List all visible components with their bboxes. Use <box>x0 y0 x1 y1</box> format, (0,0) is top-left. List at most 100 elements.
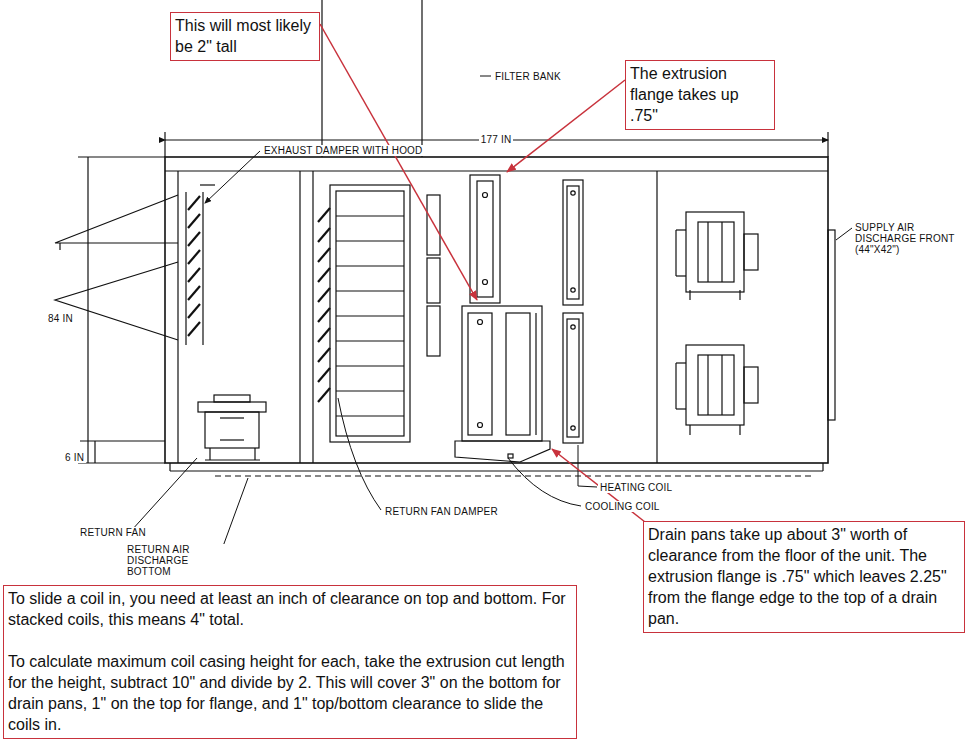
drawing-stroke <box>563 313 583 443</box>
drawing-stroke <box>338 398 381 510</box>
drawing-stroke <box>535 313 536 435</box>
dimension-extension <box>80 440 165 441</box>
note-callout: This will most likely be 2" tall <box>170 12 320 61</box>
drawing-stroke <box>739 425 740 435</box>
supply-fan <box>676 345 758 435</box>
drawing-stroke <box>675 363 676 409</box>
drawing-stroke <box>318 368 330 382</box>
drawing-stroke <box>188 286 200 300</box>
drawing-stroke <box>336 240 404 241</box>
return-fan-damper <box>318 208 330 402</box>
partition <box>299 171 300 463</box>
drawing-stroke <box>563 180 583 305</box>
supply-fan <box>676 212 758 300</box>
drawing-stroke <box>483 193 488 198</box>
heating-coil <box>563 180 583 443</box>
leader-lines <box>131 76 852 560</box>
drawing-stroke <box>571 288 575 292</box>
drawing-label: 6 IN <box>63 452 86 463</box>
drawing-stroke <box>188 304 200 318</box>
callout-text: To calculate maximum coil casing height … <box>8 651 572 735</box>
drawing-stroke <box>188 322 200 336</box>
drawing-stroke <box>686 345 744 425</box>
supply-discharge-opening <box>828 230 835 420</box>
drawing-label: COOLING COIL <box>583 501 662 512</box>
drawing-stroke <box>318 388 330 402</box>
exhaust-damper <box>188 196 200 336</box>
dimension-tick <box>164 132 165 157</box>
callout-text: Drain pans take up about 3" worth of cle… <box>648 524 960 629</box>
note-callout: The extrusion flange takes up .75" <box>625 60 775 130</box>
base-rail <box>169 463 170 471</box>
drawing-stroke <box>571 325 575 329</box>
dimension-line <box>94 441 95 463</box>
drawing-stroke <box>188 196 200 210</box>
drawing-stroke <box>318 328 330 342</box>
drawing-stroke <box>209 448 210 460</box>
drawing-stroke <box>318 268 330 282</box>
return-fan <box>198 395 266 460</box>
drawing-stroke <box>214 395 250 402</box>
cooling-coil <box>455 175 550 462</box>
dimension-tick <box>827 132 828 157</box>
callout-leaders <box>320 24 645 522</box>
drawing-stroke <box>707 355 708 415</box>
drawing-stroke <box>483 280 488 285</box>
drawing-stroke <box>336 290 404 291</box>
dimension-extension <box>78 156 165 157</box>
filter-duct-wall <box>421 0 422 157</box>
drawing-stroke <box>336 191 404 436</box>
drawing-stroke <box>205 151 260 203</box>
drawing-stroke <box>739 290 740 300</box>
roof-line <box>165 170 828 171</box>
drawing-label: RETURN FAN DAMPER <box>383 506 500 517</box>
drawing-label: RETURN AIR DISCHARGE BOTTOM <box>125 544 227 577</box>
drawing-stroke <box>676 362 686 363</box>
casing-wall <box>177 171 178 463</box>
drawing-stroke <box>567 186 579 299</box>
drawing-stroke <box>721 222 722 282</box>
partition <box>656 171 657 463</box>
drawing-stroke <box>318 288 330 302</box>
drawing-stroke <box>567 319 579 437</box>
exhaust-damper-frame <box>202 192 203 345</box>
drawing-stroke <box>205 412 259 448</box>
drawing-stroke <box>220 439 244 440</box>
drawing-stroke <box>336 340 404 341</box>
drawing-label: EXHAUST DAMPER WITH HOOD <box>262 145 425 156</box>
drawing-stroke <box>508 458 581 506</box>
drawing-stroke <box>318 208 330 222</box>
drawing-stroke <box>131 458 197 531</box>
drawing-label: HEATING COIL <box>598 482 674 493</box>
note-callout: Drain pans take up about 3" worth of cle… <box>643 521 965 633</box>
drawing-stroke <box>676 275 686 276</box>
drawing-stroke <box>721 355 722 415</box>
callout-text: To slide a coil in, you need at least an… <box>8 588 572 630</box>
drawing-stroke <box>477 181 493 297</box>
drawing-stroke <box>508 454 513 458</box>
callout-text: This will most likely be 2" tall <box>175 15 315 57</box>
drawing-stroke <box>318 308 330 322</box>
exhaust-damper-frame <box>185 192 186 345</box>
drawing-stroke <box>689 290 690 300</box>
drawing-stroke <box>188 250 200 264</box>
drawing-stroke <box>571 191 575 195</box>
drawing-stroke <box>205 459 260 460</box>
drawing-stroke <box>336 215 404 216</box>
drawing-stroke <box>468 313 492 435</box>
drawing-stroke <box>188 268 200 282</box>
drawing-label: RETURN FAN <box>78 527 148 538</box>
callout-leader <box>507 80 625 172</box>
filter-duct-wall <box>321 0 322 157</box>
callout-leader <box>320 24 477 300</box>
drawing-stroke <box>318 248 330 262</box>
drawing-stroke <box>744 367 758 403</box>
partition <box>312 171 313 463</box>
dimension-extension <box>78 462 165 463</box>
callout-text: The extrusion flange takes up .75" <box>630 63 770 126</box>
drawing-stroke <box>254 448 255 460</box>
drawing-stroke <box>336 390 404 391</box>
drawing-stroke <box>506 313 530 435</box>
exhaust-hood <box>59 243 60 250</box>
drawing-label: 177 IN <box>479 134 514 145</box>
